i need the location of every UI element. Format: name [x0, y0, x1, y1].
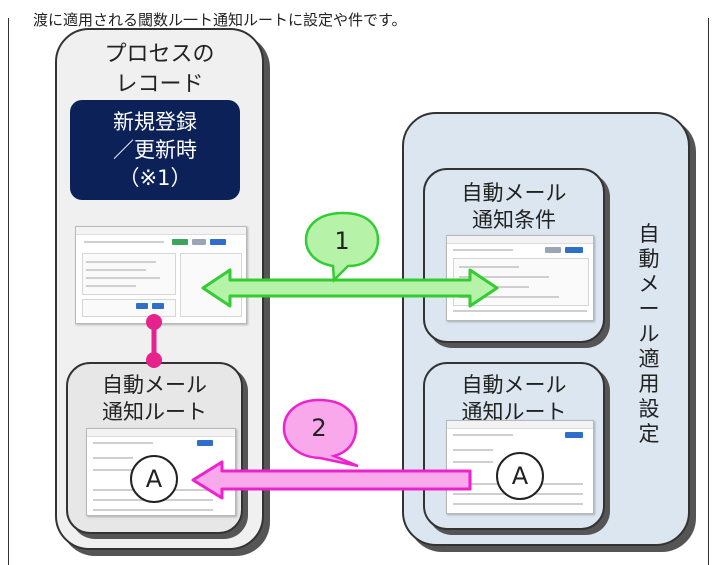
- trigger-box: 新規登録 ／更新時 （※1）: [70, 100, 240, 200]
- connector-dot-bottom: [146, 352, 162, 368]
- trigger-line3: （※1）: [118, 166, 192, 190]
- vtitle-char: メ: [638, 272, 660, 296]
- vtitle-char: ー: [638, 297, 660, 321]
- vtitle-char: 定: [638, 422, 660, 446]
- vtitle-char: 設: [638, 397, 660, 421]
- vtitle-char: 動: [638, 247, 660, 271]
- trigger-line2: ／更新時: [113, 138, 197, 162]
- vtitle-char: 自: [638, 222, 660, 246]
- arrow-2-left: [191, 460, 472, 500]
- condition-title-line2: 通知条件: [472, 208, 556, 232]
- process-route-marker: A: [130, 455, 178, 503]
- process-record-title-line1: プロセスの: [104, 42, 215, 67]
- condition-title-line1: 自動メール: [461, 181, 567, 205]
- header-text: 渡に適用される閾数ル一ト通知ルートに設定や件です。: [33, 11, 407, 29]
- settings-route-marker: A: [496, 452, 544, 500]
- vtitle-char: 用: [638, 372, 660, 396]
- settings-route-title-line1: 自動メール: [461, 373, 567, 397]
- vtitle-char: 適: [638, 347, 660, 371]
- process-route-title-line2: 通知ルート: [102, 400, 207, 424]
- connector-dot-top: [146, 314, 162, 330]
- arrow-1-double: [201, 268, 499, 308]
- callout-1: [304, 211, 380, 283]
- callout-2: [282, 398, 359, 468]
- trigger-line1: 新規登録: [113, 110, 197, 134]
- callout-2-label: 2: [311, 414, 327, 442]
- vtitle-char: ル: [638, 322, 660, 346]
- diagram-frame: 渡に適用される閾数ル一ト通知ルートに設定や件です。: [8, 11, 709, 565]
- process-route-title-line1: 自動メール: [102, 373, 207, 397]
- auto-mail-settings-vertical-title: 自 動 メ ー ル 適 用 設 定: [636, 222, 662, 447]
- process-record-title-line2: レコード: [115, 72, 204, 97]
- callout-1-label: 1: [334, 227, 350, 255]
